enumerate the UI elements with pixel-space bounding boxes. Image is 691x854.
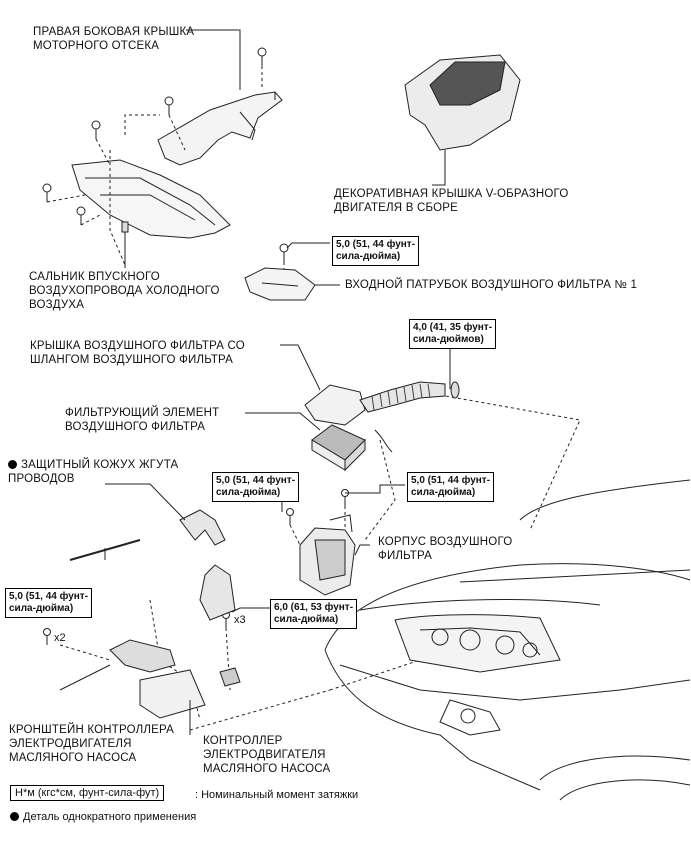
single-use-dot-icon — [10, 812, 19, 821]
legend-single-use-text: Деталь однократного применения — [23, 811, 197, 823]
oil-pump-parts — [109, 564, 241, 719]
wire-cover-part — [69, 509, 226, 561]
torque-box-case-right: 5,0 (51, 44 фунт- сила-дюйма) — [407, 472, 495, 502]
torque-box-case-left: 5,0 (51, 44 фунт- сила-дюйма) — [212, 472, 300, 502]
filter-case-part — [299, 514, 356, 596]
right-side-cover-part — [157, 91, 283, 166]
legend-unit-description: : Номинальный момент затяжки — [195, 789, 359, 801]
legend-single-use: Деталь однократного применения — [10, 811, 196, 823]
single-use-dot-icon — [8, 460, 17, 469]
label-pump-controller: КОНТРОЛЛЕР ЭЛЕКТРОДВИГАТЕЛЯ МАСЛЯНОГО НА… — [203, 735, 331, 775]
label-pump-bracket: КРОНШТЕЙН КОНТРОЛЛЕРА ЭЛЕКТРОДВИГАТЕЛЯ М… — [9, 724, 174, 764]
label-air-filter-inlet: ВХОДНОЙ ПАТРУБОК ВОЗДУШНОГО ФИЛЬТРА № 1 — [345, 279, 638, 291]
label-filter-element: ФИЛЬТРУЮЩИЙ ЭЛЕМЕНТ ВОЗДУШНОГО ФИЛЬТРА — [65, 407, 220, 433]
bolt-count-x3: x3 — [234, 614, 246, 626]
label-filter-case: КОРПУС ВОЗДУШНОГО ФИЛЬТРА — [378, 536, 513, 562]
torque-box-inlet: 5,0 (51, 44 фунт- сила-дюйма) — [332, 236, 420, 266]
air-filter-inlet-part — [244, 267, 316, 301]
cold-air-seal-part — [71, 159, 231, 239]
leader-lines — [59, 29, 460, 735]
torque-box-hose-clamp: 4,0 (41, 35 фунт- сила-дюймов) — [409, 319, 497, 349]
filter-element-part — [311, 424, 366, 472]
label-v-engine-cover: ДЕКОРАТИВНАЯ КРЫШКА V-ОБРАЗНОГО ДВИГАТЕЛ… — [334, 188, 569, 214]
label-wire-cover-text: ЗАЩИТНЫЙ КОЖУХ ЖГУТА ПРОВОДОВ — [8, 459, 179, 485]
bolt-icons — [42, 47, 349, 645]
label-wire-harness-cover: ЗАЩИТНЫЙ КОЖУХ ЖГУТА ПРОВОДОВ — [8, 458, 178, 486]
label-filter-cap: КРЫШКА ВОЗДУШНОГО ФИЛЬТРА СО ШЛАНГОМ ВОЗ… — [30, 340, 245, 366]
label-cold-air-seal: САЛЬНИК ВПУСКНОГО ВОЗДУХОПРОВОДА ХОЛОДНО… — [29, 271, 220, 311]
torque-box-bracket: 5,0 (51, 44 фунт- сила-дюйма) — [5, 588, 93, 618]
v-engine-cover-part — [404, 54, 521, 151]
legend-unit-box: Н*м (кгс*см, фунт-сила-фут) — [10, 785, 165, 801]
bolt-count-x2: x2 — [54, 632, 66, 644]
car-illustration — [324, 479, 691, 801]
filter-cap-part — [304, 381, 460, 453]
label-right-side-cover: ПРАВАЯ БОКОВАЯ КРЫШКА МОТОРНОГО ОТСЕКА — [33, 26, 195, 52]
torque-box-controller: 6,0 (61, 53 фунт- сила-дюйма) — [270, 599, 358, 629]
dashed-guides — [46, 66, 581, 731]
